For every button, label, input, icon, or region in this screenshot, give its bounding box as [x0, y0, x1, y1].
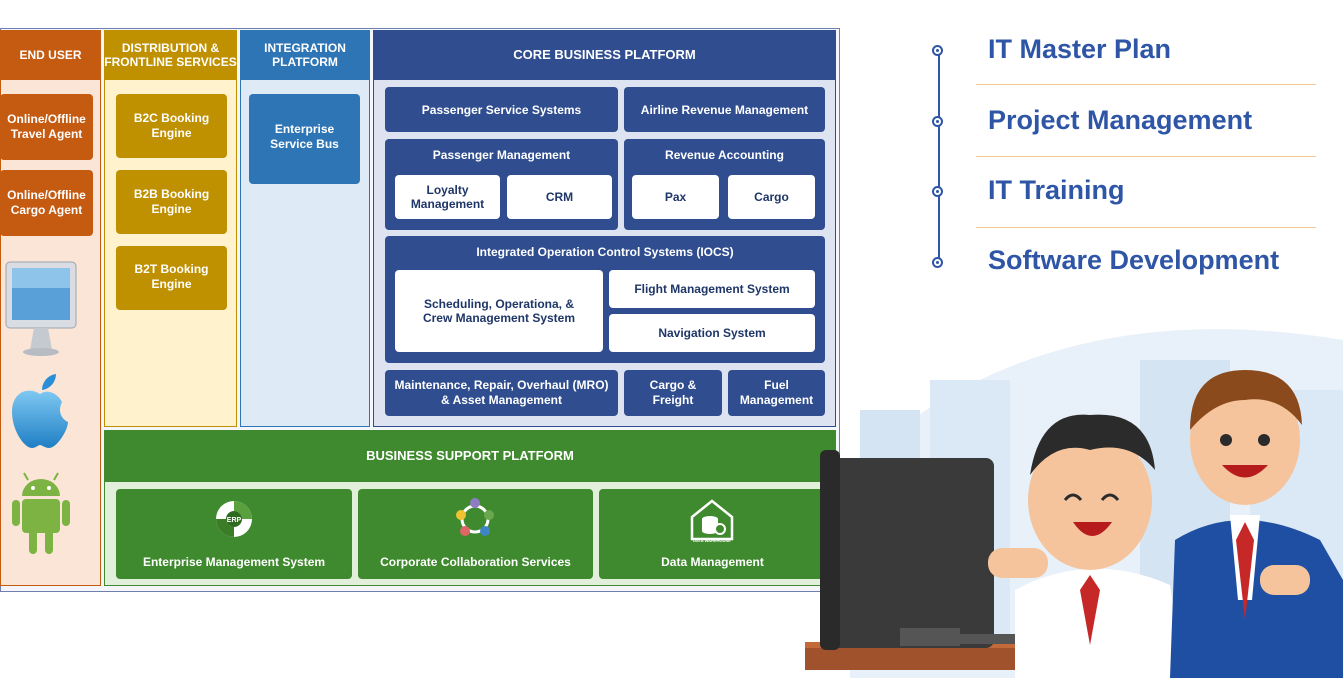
timeline-dot-4: [932, 257, 943, 268]
data-management-label: Data Management: [661, 555, 764, 569]
monitor-icon: [5, 261, 77, 356]
enterprise-service-bus-label: Enterprise Service Bus: [270, 122, 339, 151]
enterprise-management-label: Enterprise Management System: [142, 555, 326, 569]
office-workers-illustration: [805, 329, 1343, 678]
crm-label: CRM: [545, 190, 574, 204]
timeline-dot-1: [932, 45, 943, 56]
passenger-service-systems-box: Passenger Service Systems: [385, 87, 618, 132]
android-icon: [12, 472, 70, 554]
b2b-booking-tile: B2B Booking Engine: [116, 170, 227, 234]
menu-item-software-development[interactable]: Software Development: [988, 245, 1280, 275]
timeline-dot-2: [932, 116, 943, 127]
flight-management-box: Flight Management System: [609, 270, 815, 308]
iocs-title: Integrated Operation Control Systems (IO…: [476, 245, 734, 259]
fuel-management-label: Fuel Management: [739, 378, 814, 407]
apple-icon: [12, 374, 68, 448]
timeline-dot-3: [932, 186, 943, 197]
menu-item-it-training[interactable]: IT Training: [988, 175, 1125, 205]
b2t-booking-tile: B2T Booking Engine: [116, 246, 227, 310]
navigation-system-label: Navigation System: [658, 326, 766, 340]
corporate-collaboration-label: Corporate Collaboration Services: [380, 555, 571, 569]
passenger-service-systems-label: Passenger Service Systems: [421, 102, 582, 117]
b2t-booking-label: B2T Booking Engine: [134, 262, 209, 291]
integration-title: INTEGRATION PLATFORM: [264, 41, 346, 69]
cargo-box: Cargo: [728, 175, 815, 219]
business-support-header: BUSINESS SUPPORT PLATFORM: [104, 430, 836, 482]
business-support-title: BUSINESS SUPPORT PLATFORM: [366, 448, 574, 463]
cargo-freight-label: Cargo & Freight: [649, 378, 697, 407]
data-warehouse-icon: DATA WAREHOUSE: [690, 499, 734, 543]
navigation-system-box: Navigation System: [609, 314, 815, 352]
b2c-booking-tile: B2C Booking Engine: [116, 94, 227, 158]
fuel-management-box: Fuel Management: [728, 370, 825, 416]
mro-box: Maintenance, Repair, Overhaul (MRO) & As…: [385, 370, 618, 416]
airline-revenue-management-label: Airline Revenue Management: [640, 102, 809, 117]
scheduling-label: Scheduling, Operationa, & Crew Managemen…: [422, 297, 576, 325]
menu-divider-3: [976, 227, 1316, 228]
collaboration-icon: [456, 498, 494, 536]
menu-divider-2: [976, 156, 1316, 157]
cargo-freight-box: Cargo & Freight: [624, 370, 722, 416]
travel-agent-label: Online/Offline Travel Agent: [7, 112, 86, 141]
data-warehouse-icon-text: DATA WAREHOUSE: [693, 538, 731, 543]
core-platform-header: CORE BUSINESS PLATFORM: [373, 30, 836, 80]
integration-header: INTEGRATION PLATFORM: [240, 30, 370, 80]
b2b-booking-label: B2B Booking Engine: [133, 187, 210, 216]
travel-agent-tile: Online/Offline Travel Agent: [0, 94, 93, 160]
flight-management-label: Flight Management System: [634, 282, 790, 296]
timeline-line: [938, 51, 940, 265]
airline-revenue-management-box: Airline Revenue Management: [624, 87, 825, 132]
distribution-title: DISTRIBUTION & FRONTLINE SERVICES: [104, 41, 237, 69]
cargo-agent-tile: Online/Offline Cargo Agent: [0, 170, 93, 236]
enterprise-service-bus-tile: Enterprise Service Bus: [249, 94, 360, 184]
integration-column: [240, 30, 370, 427]
distribution-header: DISTRIBUTION & FRONTLINE SERVICES: [104, 30, 237, 80]
b2c-booking-label: B2C Booking Engine: [133, 111, 210, 140]
revenue-accounting-title: Revenue Accounting: [665, 148, 784, 162]
menu-item-it-master-plan[interactable]: IT Master Plan: [988, 34, 1172, 64]
menu-divider-1: [976, 84, 1316, 85]
passenger-management-title: Passenger Management: [432, 148, 571, 162]
cargo-label: Cargo: [754, 190, 789, 204]
enterprise-management-tile: ERP Enterprise Management System: [116, 489, 352, 579]
loyalty-management-box: Loyalty Management: [395, 175, 500, 219]
menu-item-project-management[interactable]: Project Management: [988, 105, 1253, 135]
erp-icon: ERP: [216, 501, 252, 537]
cargo-agent-label: Online/Offline Cargo Agent: [7, 188, 86, 217]
corporate-collaboration-tile: Corporate Collaboration Services: [358, 489, 593, 579]
data-management-tile: DATA WAREHOUSE Data Management: [599, 489, 826, 579]
pax-label: Pax: [664, 190, 687, 204]
loyalty-management-label: Loyalty Management: [410, 183, 485, 211]
core-platform-title: CORE BUSINESS PLATFORM: [513, 47, 696, 62]
scheduling-box: Scheduling, Operationa, & Crew Managemen…: [395, 270, 603, 352]
pax-box: Pax: [632, 175, 719, 219]
end-user-title: END USER: [19, 48, 82, 62]
crm-box: CRM: [507, 175, 612, 219]
mro-label: Maintenance, Repair, Overhaul (MRO) & As…: [394, 378, 609, 407]
end-user-header: END USER: [0, 30, 101, 80]
erp-icon-text: ERP: [227, 517, 242, 524]
